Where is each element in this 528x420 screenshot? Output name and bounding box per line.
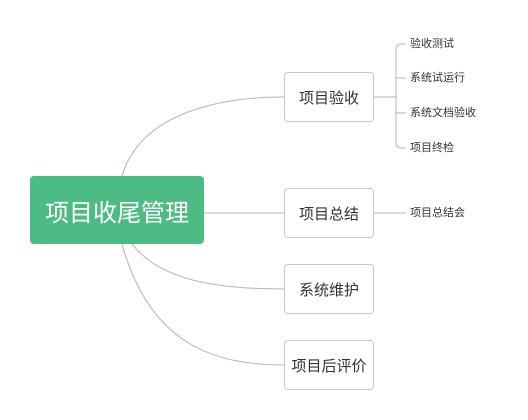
branch-label: 项目后评价 xyxy=(291,356,367,375)
leaf-project-summary-meeting: 项目总结会 xyxy=(410,206,465,219)
leaf-system-document-acceptance: 系统文档验收 xyxy=(410,106,476,119)
leaf-system-trial-run: 系统试运行 xyxy=(410,71,465,84)
leaf-acceptance-testing: 验收测试 xyxy=(410,37,454,50)
branch-label: 项目验收 xyxy=(298,88,359,107)
connector-root-to-acceptance xyxy=(121,96,285,177)
branch-node-acceptance: 项目验收 xyxy=(284,72,374,122)
root-node: 项目收尾管理 xyxy=(30,176,204,244)
connector-root-to-maintenance xyxy=(131,243,285,290)
connector-acceptance-bracket xyxy=(374,43,406,149)
branch-node-post-evaluation: 项目后评价 xyxy=(284,340,374,390)
root-label: 项目收尾管理 xyxy=(45,198,189,227)
branch-node-maintenance: 系统维护 xyxy=(284,264,374,314)
connector-root-to-post-evaluation xyxy=(121,243,285,366)
branch-label: 系统维护 xyxy=(298,280,359,299)
branch-node-summary: 项目总结 xyxy=(284,188,374,238)
leaf-project-final-inspection: 项目终检 xyxy=(410,141,454,154)
branch-label: 项目总结 xyxy=(298,204,359,223)
